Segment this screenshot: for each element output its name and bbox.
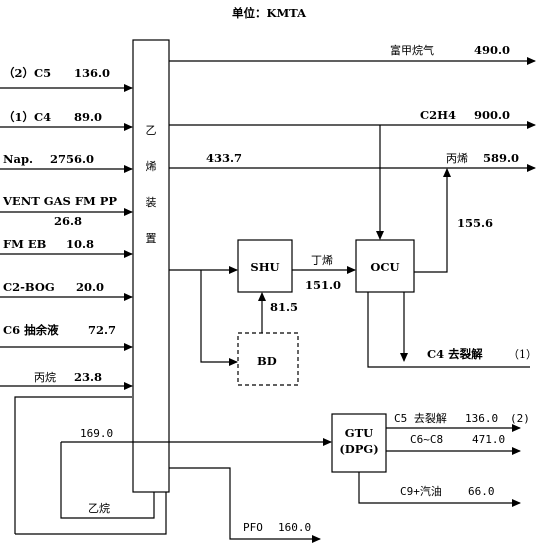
c5-recycle-value: 136.0 xyxy=(465,412,498,425)
shu-label: SHU xyxy=(250,260,279,274)
shu-box xyxy=(237,239,293,293)
ocu-box xyxy=(355,239,415,293)
feed-ventgas-value: 26.8 xyxy=(54,214,82,228)
c6c8-value: 471.0 xyxy=(472,433,505,446)
c4-recycle-tag: （1） xyxy=(508,348,537,361)
feed-c2bog-label: C2-BOG xyxy=(3,280,55,294)
feed-c5-label: （2）C5 xyxy=(3,66,51,80)
feed-eb-value: 10.8 xyxy=(66,237,94,251)
cracker-to-bd-line xyxy=(200,270,238,366)
ocu-propylene-value: 155.6 xyxy=(457,216,493,230)
gtu-sub-label: (DPG) xyxy=(339,442,378,456)
output-fuelgas-value: 490.0 xyxy=(474,43,510,57)
feed-c6-label: C6 抽余液 xyxy=(3,323,59,337)
output-fuelgas-label: 富甲烷气 xyxy=(390,43,434,57)
pygas-feed-value: 169.0 xyxy=(80,427,113,440)
c9-gasoline-label: C9+汽油 xyxy=(400,484,442,498)
pfo-line xyxy=(169,467,321,543)
bd-label: BD xyxy=(257,354,277,368)
ethane-label: 乙烷 xyxy=(88,501,110,515)
output-propylene-value: 589.0 xyxy=(483,151,519,165)
ocu-c4-recycle-line xyxy=(367,292,530,368)
cracker-label-1: 乙 xyxy=(146,124,157,137)
propane-loop-line xyxy=(14,396,132,534)
output-propylene-label: 丙烯 xyxy=(446,152,468,165)
butene-label: 丁烯 xyxy=(311,254,333,267)
bd-box xyxy=(237,332,299,386)
pfo-value: 160.0 xyxy=(278,521,311,534)
gtu-box xyxy=(331,413,387,473)
cracker-propylene-value: 433.7 xyxy=(206,151,242,165)
pfo-label: PFO xyxy=(243,521,263,534)
c4-recycle-label: C4 去裂解 xyxy=(427,347,483,361)
feed-c6-value: 72.7 xyxy=(88,323,116,337)
units-title: 单位：KMTA xyxy=(232,6,307,20)
outer-loop-line xyxy=(15,492,167,535)
bd-to-shu-value: 81.5 xyxy=(270,300,298,314)
feed-propane-label: 丙烷 xyxy=(34,370,56,384)
feed-c5-value: 136.0 xyxy=(74,66,110,80)
feed-c2bog-value: 20.0 xyxy=(76,280,104,294)
feed-nap-label: Nap. xyxy=(3,152,33,166)
c9-gasoline-line xyxy=(358,472,521,507)
output-ethylene-label: C2H4 xyxy=(420,108,456,122)
cracker-label-2: 烯 xyxy=(146,160,157,173)
feed-c4-value: 89.0 xyxy=(74,110,102,124)
cracker-label-3: 装 xyxy=(146,196,157,209)
output-ethylene-value: 900.0 xyxy=(474,108,510,122)
butene-value: 151.0 xyxy=(305,278,341,292)
feed-ventgas-label: VENT GAS FM PP xyxy=(2,194,117,208)
c6c8-label: C6~C8 xyxy=(410,433,443,446)
cracker-label-4: 置 xyxy=(146,232,157,245)
ocu-label: OCU xyxy=(370,260,399,274)
ocu-propylene-line xyxy=(413,168,451,273)
feed-propane-value: 23.8 xyxy=(74,370,102,384)
c9-gasoline-value: 66.0 xyxy=(468,485,495,498)
feed-eb-label: FM EB xyxy=(3,237,47,251)
c5-recycle-tag: (2) xyxy=(510,412,530,425)
feed-c4-label: （1）C4 xyxy=(3,110,51,124)
feed-nap-value: 2756.0 xyxy=(50,152,94,166)
c5-recycle-label: C5 去裂解 xyxy=(394,411,447,425)
gtu-label: GTU xyxy=(345,426,373,440)
ethane-recycle-line xyxy=(60,442,155,519)
ethylene-cracker-box xyxy=(132,39,170,493)
